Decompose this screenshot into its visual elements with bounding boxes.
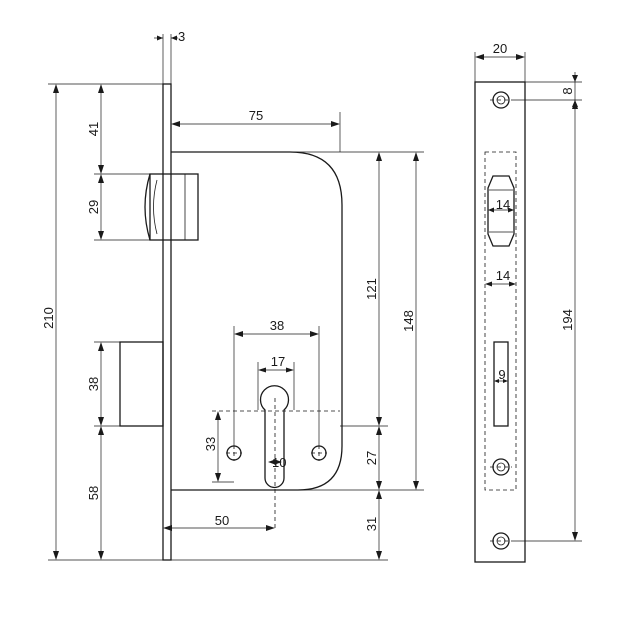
dimension-31: 31: [364, 490, 382, 560]
dim-label-14-latch: 14: [496, 197, 510, 212]
dim-label-20: 20: [493, 41, 507, 56]
body-screw-holes: [226, 445, 327, 461]
faceplate: [162, 83, 172, 561]
dim-label-17: 17: [271, 354, 285, 369]
dimension-29: 29: [86, 174, 104, 240]
dimension-20: 20: [474, 41, 526, 82]
dim-label-210: 210: [41, 307, 56, 329]
dimension-8: 8: [512, 72, 582, 108]
dimension-14-opening: 14: [485, 268, 516, 287]
dimension-121: 121: [364, 152, 382, 426]
strike-plate: [474, 81, 526, 563]
dimension-38-screws: 38: [233, 318, 320, 445]
dimension-148: 148: [401, 152, 419, 490]
lock-body: [171, 151, 343, 491]
dim-label-50: 50: [215, 513, 229, 528]
dimension-75: 75: [171, 108, 341, 152]
dimension-3: 3: [154, 29, 185, 84]
dimension-210: 210: [41, 84, 59, 560]
dimension-41: 41: [86, 84, 104, 174]
dimension-27: 27: [364, 426, 382, 490]
dimension-9: 9: [494, 367, 508, 383]
dim-label-148: 148: [401, 310, 416, 332]
dim-label-38-screws: 38: [270, 318, 284, 333]
dim-label-27: 27: [364, 451, 379, 465]
dim-label-121: 121: [364, 278, 379, 300]
dimension-38-bolt: 38: [86, 342, 104, 426]
dim-label-3: 3: [178, 29, 185, 44]
dimension-194: 194: [512, 100, 582, 542]
dim-label-33: 33: [203, 437, 218, 451]
left-extension-lines: [48, 83, 163, 561]
dimension-33: 33: [203, 411, 234, 483]
dim-label-10: 10: [272, 455, 286, 470]
dim-label-31: 31: [364, 517, 379, 531]
dimension-10: 10: [268, 455, 286, 470]
strike-latch-opening: [487, 175, 515, 247]
dim-label-38-bolt: 38: [86, 377, 101, 391]
dim-label-58: 58: [86, 486, 101, 500]
dimension-17: 17: [257, 354, 295, 410]
right-extension-lines: [171, 151, 424, 561]
strike-bolt-opening: [493, 341, 509, 427]
dimension-50: 50: [163, 513, 275, 531]
dimension-14-latch: 14: [488, 197, 514, 213]
dim-label-29: 29: [86, 200, 101, 214]
strike-screws: [490, 91, 512, 550]
dim-label-194: 194: [560, 309, 575, 331]
dimension-58: 58: [86, 426, 104, 560]
dim-label-9: 9: [498, 367, 505, 382]
dim-label-14-opening: 14: [496, 268, 510, 283]
dim-label-41: 41: [86, 122, 101, 136]
dim-label-75: 75: [249, 108, 263, 123]
dead-bolt: [119, 341, 164, 427]
latch-bolt: [144, 173, 199, 241]
dim-label-8: 8: [560, 87, 575, 94]
